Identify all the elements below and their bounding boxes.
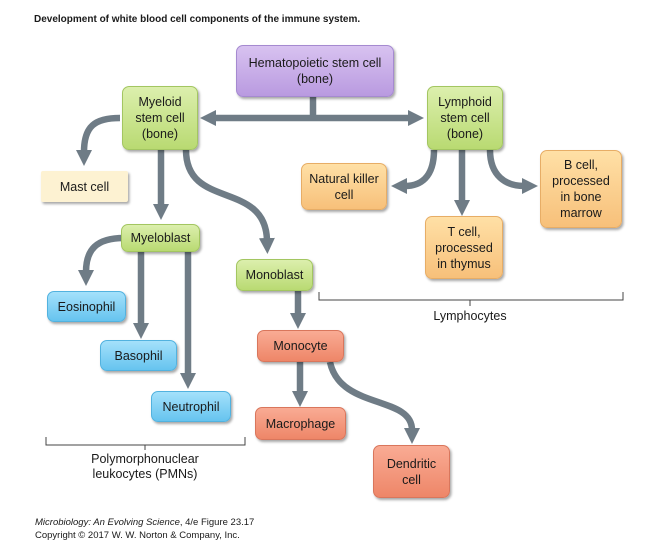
eosinophil-box: Eosinophil bbox=[47, 291, 126, 322]
edition-figure: , 4/e Figure 23.17 bbox=[179, 517, 255, 528]
pmns-label: Polymorphonuclear leukocytes (PMNs) bbox=[91, 452, 199, 481]
book-title: Microbiology: An Evolving Science bbox=[35, 517, 180, 528]
arrow-monocyte-to-dendritic bbox=[326, 361, 420, 444]
figure-title: Development of white blood cell componen… bbox=[34, 14, 361, 25]
dendritic-cell-box: Dendritic cell bbox=[373, 445, 450, 498]
natural-killer-cell-box: Natural killer cell bbox=[301, 163, 387, 210]
monoblast-box: Monoblast bbox=[236, 259, 313, 291]
lymphoid-stem-cell-box: Lymphoid stem cell (bone) bbox=[427, 86, 503, 150]
arrow-myeloblast-to-eosinophil bbox=[78, 234, 125, 286]
myeloblast-box: Myeloblast bbox=[121, 224, 200, 252]
macrophage-box: Macrophage bbox=[255, 407, 346, 440]
bracket-lymphocytes bbox=[318, 292, 624, 306]
basophil-box: Basophil bbox=[100, 340, 177, 371]
copyright-line: Copyright © 2017 W. W. Norton & Company,… bbox=[35, 530, 240, 541]
lymphocytes-label: Lymphocytes bbox=[433, 309, 507, 323]
myeloid-stem-cell-box: Myeloid stem cell (bone) bbox=[122, 86, 198, 150]
figure-credit: Microbiology: An Evolving Science, 4/e F… bbox=[35, 517, 254, 528]
mast-cell-box: Mast cell bbox=[41, 171, 128, 202]
neutrophil-box: Neutrophil bbox=[151, 391, 231, 422]
arrow-myeloid-to-mast bbox=[76, 114, 121, 166]
t-cell-box: T cell, processed in thymus bbox=[425, 216, 503, 279]
hematopoietic-stem-cell-box: Hematopoietic stem cell (bone) bbox=[236, 45, 394, 97]
b-cell-box: B cell, processed in bone marrow bbox=[540, 150, 622, 228]
arrow-lymphoid-to-nk bbox=[391, 149, 438, 194]
arrow-myeloid-to-monoblast bbox=[182, 149, 275, 254]
monocyte-box: Monocyte bbox=[257, 330, 344, 362]
arrow-lymphoid-to-bcell bbox=[486, 149, 538, 194]
bracket-pmns bbox=[45, 437, 246, 450]
